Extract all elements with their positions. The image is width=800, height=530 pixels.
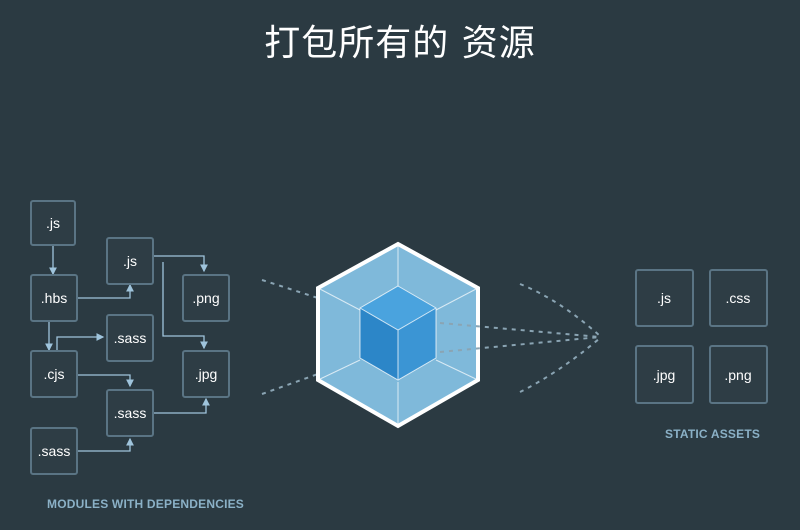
arrow-sass3-to-sass2: [77, 437, 134, 452]
asset-label: .js: [657, 290, 671, 306]
module-sass-2: [106, 389, 154, 437]
module-hbs: [30, 274, 78, 322]
module-labels: .js .hbs .cjs .sass .js .png .sass .jpg …: [38, 215, 220, 459]
module-cjs: [30, 350, 78, 398]
module-label: .png: [192, 290, 219, 306]
webpack-cube-icon: [316, 241, 480, 429]
dependency-arrows: [45, 244, 210, 452]
asset-label: .jpg: [653, 367, 676, 383]
module-label: .hbs: [41, 290, 67, 306]
page-title: 打包所有的 资源: [264, 23, 536, 64]
module-sass-1: [106, 314, 154, 362]
module-label: .sass: [38, 443, 71, 459]
arrow-cjs-to-sass1: [56, 333, 105, 350]
module-jpg: [182, 350, 230, 398]
module-boxes: [30, 200, 230, 475]
module-png: [182, 274, 230, 322]
module-js-1: [30, 200, 76, 246]
input-dotted-lines: [261, 279, 319, 395]
module-label: .js: [123, 253, 137, 269]
arrow-js2-to-jpg: [162, 262, 208, 350]
module-sass-3: [30, 427, 78, 475]
asset-labels: .js .css .jpg .png: [653, 290, 752, 383]
module-label: .sass: [114, 330, 147, 346]
arrow-js2-to-png: [153, 255, 208, 273]
assets-caption: STATIC ASSETS: [665, 427, 761, 441]
asset-css: [709, 269, 768, 327]
asset-png: [709, 345, 768, 404]
module-label: .js: [46, 215, 60, 231]
asset-js: [635, 269, 694, 327]
asset-label: .css: [726, 290, 751, 306]
asset-label: .png: [724, 367, 751, 383]
module-label: .sass: [114, 405, 147, 421]
module-label: .jpg: [195, 366, 218, 382]
output-dotted-lines: [439, 283, 601, 393]
arrow-cjs-to-sass2: [77, 374, 134, 388]
modules-caption: MODULES WITH DEPENDENCIES: [47, 497, 245, 511]
arrow-hbs-to-js2: [77, 283, 134, 299]
module-label: .cjs: [44, 366, 65, 382]
asset-jpg: [635, 345, 694, 404]
module-js-2: [106, 237, 154, 285]
asset-boxes: [635, 269, 768, 404]
arrow-sass2-to-jpg: [153, 397, 210, 414]
